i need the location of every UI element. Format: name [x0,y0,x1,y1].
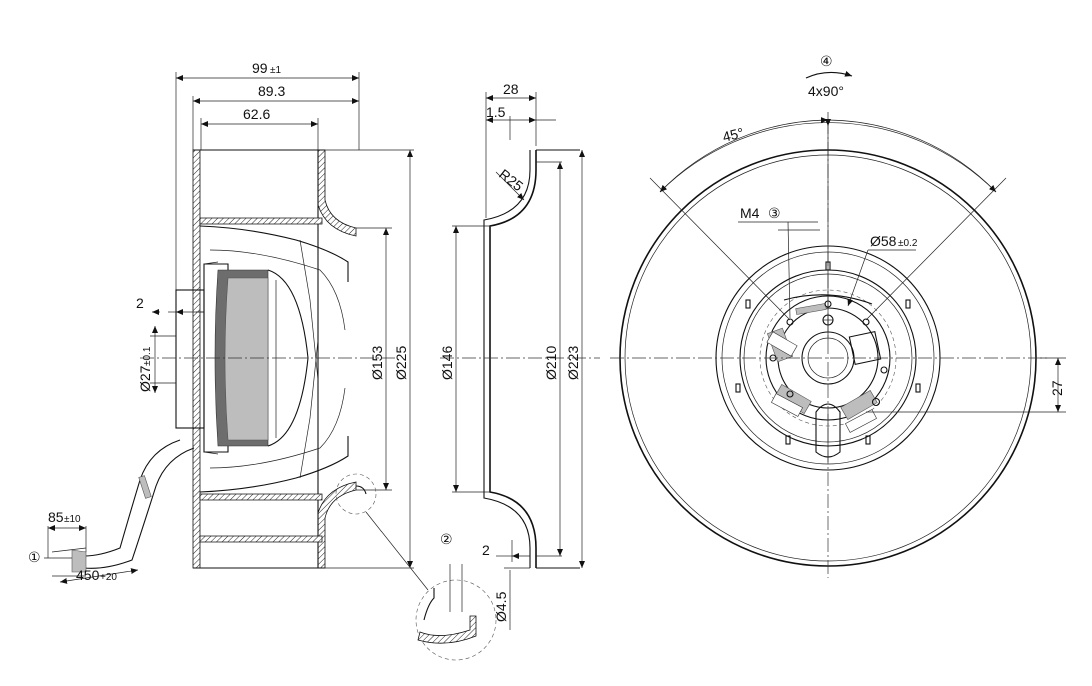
dim-99: 99 [252,60,268,76]
dim-offset-27: 27 [1049,380,1065,396]
dim-detail-gap: 2 [482,542,490,558]
rotation-label: 4x90° [808,83,844,99]
bolt-circle-tol: ±0.2 [898,238,918,249]
dim-cable-strip-tol: ±10 [64,514,81,525]
callout-4: ④ [820,54,833,70]
front-view [610,70,1066,578]
dim-motor-dia: Ø27 [137,365,153,392]
dim-line-450 [59,568,139,584]
ring-view [415,92,600,661]
dim-r25: R25 [496,166,526,195]
callout-1: ① [28,550,41,566]
dim-99-tol: ±1 [270,65,281,76]
dim-detail-dia: Ø4.5 [493,591,509,622]
dim-cable-length-tol: +20 [100,572,117,583]
dim-ring-outer-dia: Ø223 [565,346,581,380]
dim-62-6: 62.6 [243,106,270,122]
dim-cable-length: 450 [76,567,100,583]
callout-2: ② [440,532,453,548]
dim-inner-dia: Ø146 [439,346,455,380]
dim-89-3: 89.3 [258,83,285,99]
dim-1-5: 1.5 [486,104,506,120]
dim-inlet-dia: Ø153 [369,346,385,380]
thread-m4: M4 [740,205,760,221]
dim-outer-dia: Ø225 [393,346,409,380]
dim-28: 28 [503,81,519,97]
dim-motor-offset: 2 [136,295,144,311]
dim-motor-dia-tol: ±0.1 [142,346,153,366]
side-view [44,72,429,591]
dim-mid-dia: Ø210 [543,346,559,380]
bolt-circle: Ø58 [870,233,897,249]
callout-3: ③ [768,206,781,222]
dim-cable-strip: 85 [48,509,64,525]
angle-45: 45° [721,124,745,145]
